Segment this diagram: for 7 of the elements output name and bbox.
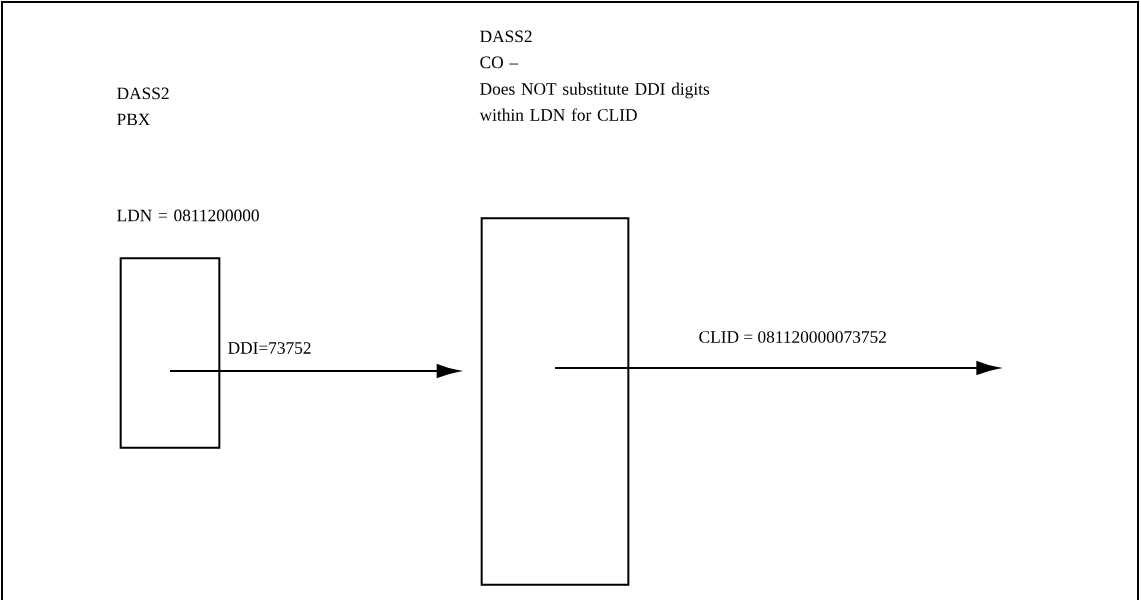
process-box xyxy=(480,217,630,586)
node-label: DASS2 PBX xyxy=(117,87,169,126)
edge-label: DDI=73752 xyxy=(226,340,313,356)
heading-text: DASS2 CO – xyxy=(480,30,532,69)
edge-label: CLID = 081120000073752 xyxy=(697,329,889,345)
node-label: LDN = 0811200000 xyxy=(117,209,259,222)
heading-text: Does NOT substitute DDI digits within LDN for CLID xyxy=(479,82,710,121)
